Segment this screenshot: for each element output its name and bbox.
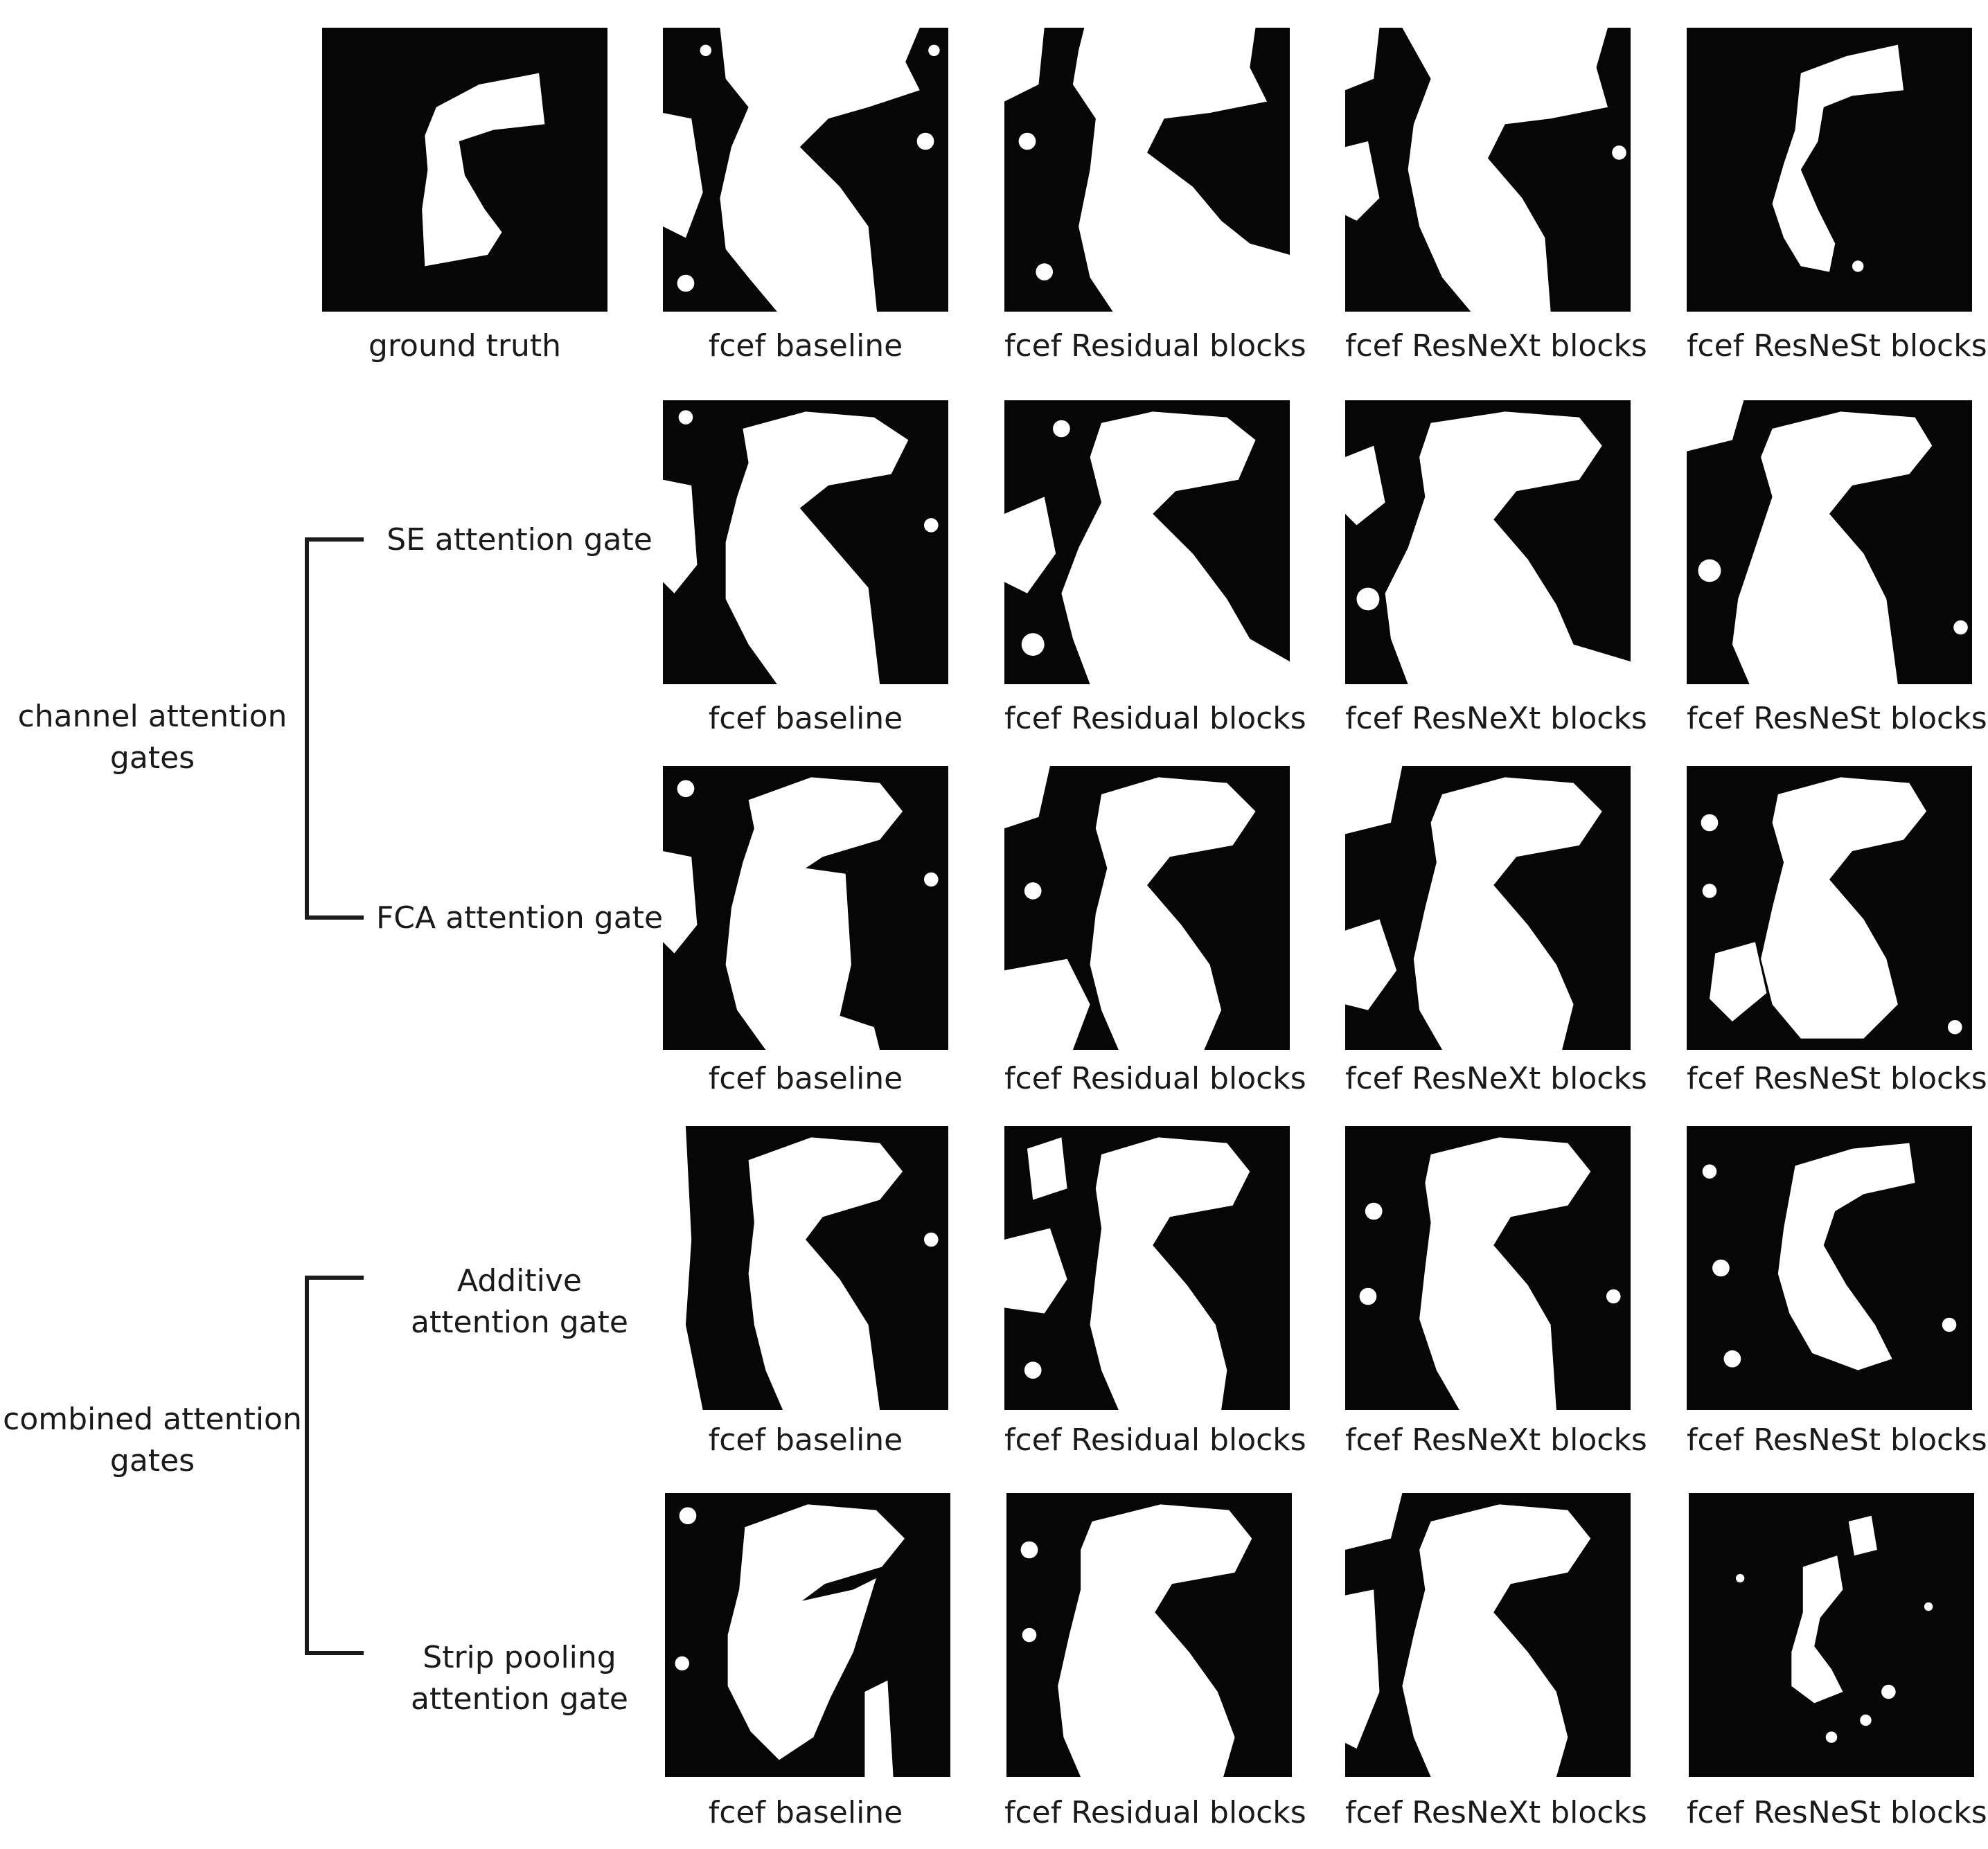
mask-r3-resnext	[1359, 1137, 1621, 1410]
caption-ground-truth: ground truth	[368, 328, 562, 364]
caption-r4-resnest: fcef ResNeSt blocks	[1687, 1795, 1987, 1830]
mask-r4-baseline	[675, 1504, 905, 1777]
bracket-combined-attention-gates	[305, 1276, 364, 1655]
mask-r4-resnest	[1735, 1515, 1933, 1743]
panel-r4-resnest	[1689, 1493, 1974, 1777]
caption-r2-baseline: fcef baseline	[708, 1061, 903, 1096]
caption-r0-baseline: fcef baseline	[708, 328, 903, 364]
panel-r0-residual	[1004, 28, 1290, 312]
panel-r0-resnest	[1687, 28, 1972, 312]
caption-r4-residual: fcef Residual blocks	[1004, 1795, 1306, 1830]
panel-r3-resnext	[1345, 1126, 1631, 1410]
mask-r2-residual	[1004, 766, 1256, 1050]
mask-r0-residual	[1004, 28, 1290, 312]
row-label-additive-attention-gate: Additive attention gate	[411, 1263, 628, 1340]
panel-ground-truth	[322, 28, 607, 312]
caption-r3-residual: fcef Residual blocks	[1004, 1422, 1306, 1458]
panel-r1-residual	[1004, 400, 1290, 684]
mask-ground-truth	[422, 73, 545, 267]
panel-r2-resnest	[1687, 766, 1972, 1050]
caption-r4-resnext: fcef ResNeXt blocks	[1345, 1795, 1647, 1830]
caption-r1-resnest: fcef ResNeSt blocks	[1687, 701, 1987, 736]
caption-r3-resnest: fcef ResNeSt blocks	[1687, 1422, 1987, 1458]
bracket-channel-attention-gates	[305, 537, 364, 920]
mask-r2-resnest	[1701, 777, 1962, 1039]
panel-r2-residual	[1004, 766, 1290, 1050]
panel-r4-baseline	[665, 1493, 950, 1777]
panel-r3-residual	[1004, 1126, 1290, 1410]
mask-r0-baseline	[663, 28, 940, 312]
caption-r1-baseline: fcef baseline	[708, 701, 903, 736]
caption-r3-resnext: fcef ResNeXt blocks	[1345, 1422, 1647, 1458]
mask-r4-resnext	[1345, 1493, 1591, 1777]
caption-r1-resnext: fcef ResNeXt blocks	[1345, 701, 1647, 736]
mask-r1-residual	[1004, 411, 1290, 684]
caption-r2-resnext: fcef ResNeXt blocks	[1345, 1061, 1647, 1096]
panel-r3-resnest	[1687, 1126, 1972, 1410]
panel-r0-resnext	[1345, 28, 1631, 312]
panel-r4-residual	[1006, 1493, 1292, 1777]
panel-r0-baseline	[663, 28, 948, 312]
mask-r0-resnest	[1772, 44, 1904, 272]
mask-r1-resnext	[1345, 411, 1631, 684]
group-label-combined-attention-gates: combined attention gates	[3, 1402, 302, 1479]
mask-r4-residual	[1020, 1504, 1252, 1777]
mask-r3-residual	[1004, 1137, 1250, 1410]
mask-r1-resnest	[1687, 400, 1968, 684]
panel-r2-baseline	[663, 766, 948, 1050]
caption-r3-baseline: fcef baseline	[708, 1422, 903, 1458]
caption-r2-resnest: fcef ResNeSt blocks	[1687, 1061, 1987, 1096]
panel-r1-resnext	[1345, 400, 1631, 684]
panel-r1-baseline	[663, 400, 948, 684]
group-label-channel-attention-gates: channel attention gates	[17, 699, 287, 776]
row-label-fca-attention-gate: FCA attention gate	[375, 900, 664, 936]
row-label-se-attention-gate: SE attention gate	[387, 522, 653, 557]
caption-r0-resnest: fcef ResNeSt blocks	[1687, 328, 1987, 364]
panel-r1-resnest	[1687, 400, 1972, 684]
panel-r4-resnext	[1345, 1493, 1631, 1777]
caption-r2-residual: fcef Residual blocks	[1004, 1061, 1306, 1096]
mask-r2-resnext	[1345, 766, 1602, 1050]
row-label-strip-pooling-attention-gate: Strip pooling attention gate	[411, 1640, 628, 1717]
caption-r0-residual: fcef Residual blocks	[1004, 328, 1306, 364]
caption-r0-resnext: fcef ResNeXt blocks	[1345, 328, 1647, 364]
mask-r3-resnest	[1702, 1143, 1957, 1370]
caption-r4-baseline: fcef baseline	[708, 1795, 903, 1830]
mask-r1-baseline	[663, 410, 939, 684]
mask-r3-baseline	[663, 1126, 939, 1410]
panel-r3-baseline	[663, 1126, 948, 1410]
caption-r1-residual: fcef Residual blocks	[1004, 701, 1306, 736]
mask-r2-baseline	[663, 777, 939, 1050]
panel-r2-resnext	[1345, 766, 1631, 1050]
mask-r0-resnext	[1345, 28, 1626, 312]
